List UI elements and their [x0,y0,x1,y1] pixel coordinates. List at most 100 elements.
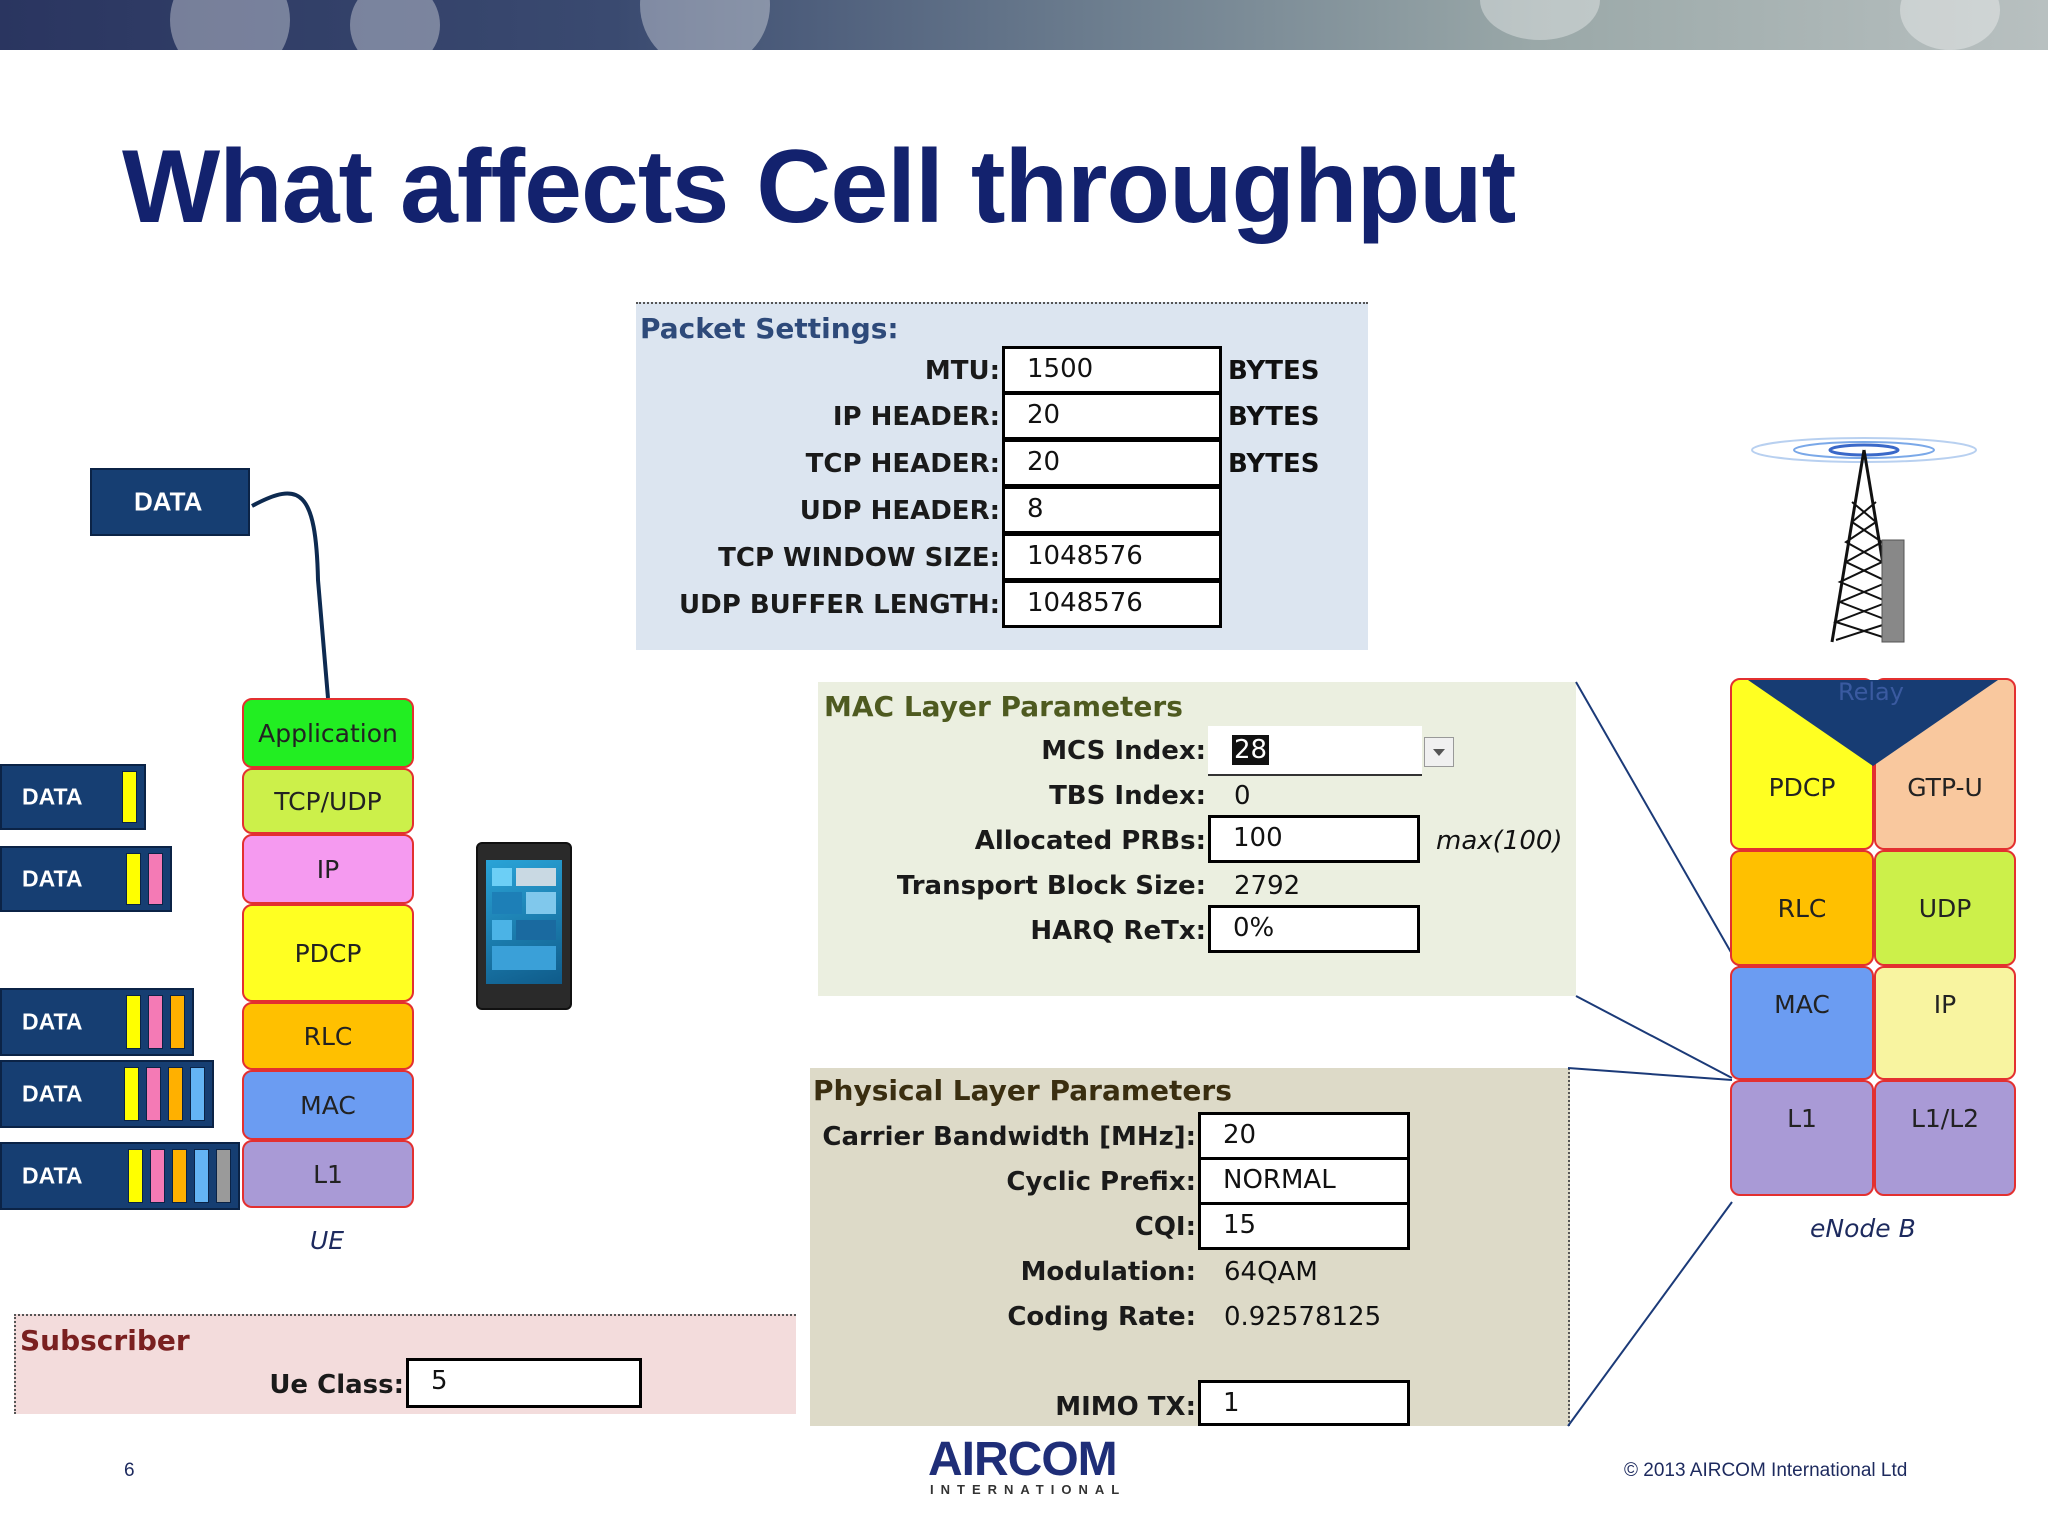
enb-layer-udp: UDP [1874,850,2016,966]
ue-caption: UE [310,1226,345,1255]
ue-layer-mac: MAC [242,1070,414,1140]
packet-settings-title: Packet Settings: [640,312,899,345]
packet-row-label: TCP WINDOW SIZE: [718,543,1000,573]
data-packet: DATA [0,846,172,912]
tbs-index-value: 0 [1234,781,1251,811]
data-packet-header-stripe [190,1067,205,1121]
packet-row-label: TCP HEADER: [805,449,1000,479]
phy-title: Physical Layer Parameters [813,1074,1232,1107]
ue-class-label: Ue Class: [269,1370,404,1400]
mac-title: MAC Layer Parameters [824,690,1183,723]
harq-retx-field[interactable]: 0% [1208,905,1420,953]
packet-row-unit: BYTES [1228,402,1320,432]
packet-row-field[interactable]: 1048576 [1002,533,1222,581]
ue-layer-rlc: RLC [242,1002,414,1070]
tbs-index-label: TBS Index: [1049,781,1206,811]
packet-row-label: UDP HEADER: [799,496,1000,526]
packet-row-label: UDP BUFFER LENGTH: [679,590,1000,620]
enb-pdcp-label: PDCP [1768,773,1836,802]
mimo-tx-field[interactable]: 1 [1198,1380,1410,1426]
data-packet-header-stripe [216,1149,231,1203]
data-packet-header-stripe [124,1067,139,1121]
page-number: 6 [124,1460,135,1481]
allocated-prbs-field[interactable]: 100 [1208,815,1420,863]
data-packet-header-stripe [122,771,137,823]
cqi-label: CQI: [1134,1212,1196,1242]
enb-gtpu-label: GTP-U [1907,773,1983,802]
cyclic-prefix-field[interactable]: NORMAL [1198,1157,1410,1205]
mac-panel-connector-bottom [1575,995,1733,1079]
mcs-dropdown-arrow-button[interactable] [1424,737,1454,767]
transport-block-size-label: Transport Block Size: [896,871,1206,901]
enb-layer-l1: L1 [1730,1080,1874,1196]
coding-rate-value: 0.92578125 [1224,1302,1382,1332]
logo-sub-text: INTERNATIONAL [930,1482,1127,1497]
data-packet-header-stripe [148,853,163,905]
packet-row-field[interactable]: 8 [1002,486,1222,534]
ue-layer-l1: L1 [242,1140,414,1208]
packet-row-field[interactable]: 20 [1002,439,1222,487]
mcs-index-label: MCS Index: [1041,736,1206,766]
ue-layer-application: Application [242,698,414,768]
phone-screen [486,860,562,984]
data-packet-header-stripe [148,995,163,1049]
ue-layer-ip: IP [242,834,414,904]
data-packet-header-stripe [170,995,185,1049]
data-source-box: DATA [90,468,250,536]
allocated-prbs-label: Allocated PRBs: [974,826,1206,856]
enb-layer-l1l2: L1/L2 [1874,1080,2016,1196]
data-packet: DATA [0,988,194,1056]
data-packet-header-stripe [150,1149,165,1203]
packet-row-field[interactable]: 1500 [1002,346,1222,394]
mac-panel: MAC Layer Parameters [818,682,1576,996]
harq-retx-label: HARQ ReTx: [1030,916,1206,946]
data-packet-header-stripe [146,1067,161,1121]
phy-panel-connector-bottom [1567,1201,1733,1427]
carrier-bandwidth-label: Carrier Bandwidth [MHz]: [822,1122,1196,1152]
mac-panel-connector-top [1575,681,1741,969]
prbs-max-note: max(100) [1436,826,1563,856]
data-packet-label: DATA [22,783,83,810]
mimo-tx-label: MIMO TX: [1055,1392,1196,1422]
data-to-application-wire [251,491,330,699]
packet-row-field[interactable]: 20 [1002,392,1222,440]
packet-row-label: MTU: [924,356,1000,386]
data-packet: DATA [0,1060,214,1128]
ue-layer-tcpudp: TCP/UDP [242,768,414,834]
enb-layer-mac: MAC [1730,966,1874,1080]
relay-label: Relay [1838,678,1904,706]
slide-title: What affects Cell throughput [122,129,1516,245]
data-packet-header-stripe [128,1149,143,1203]
cqi-field[interactable]: 15 [1198,1202,1410,1250]
cyclic-prefix-label: Cyclic Prefix: [1006,1167,1196,1197]
data-packet-label: DATA [22,1162,83,1189]
data-packet: DATA [0,1142,240,1210]
data-packet-header-stripe [168,1067,183,1121]
modulation-label: Modulation: [1020,1257,1196,1287]
data-source-label: DATA [134,486,203,517]
top-banner [0,0,2048,50]
enodeb-caption: eNode B [1810,1214,1916,1243]
packet-row-unit: BYTES [1228,356,1320,386]
subscriber-title: Subscriber [20,1324,190,1357]
chevron-down-icon [1433,749,1445,756]
phone-image [476,842,572,1010]
transport-block-size-value: 2792 [1234,871,1301,901]
logo-main-text: AIRCOM [928,1433,1118,1486]
mcs-index-dropdown[interactable]: 28 [1208,726,1422,776]
data-packet-label: DATA [22,865,83,892]
ue-class-field[interactable]: 5 [406,1358,642,1408]
ue-layer-pdcp: PDCP [242,904,414,1002]
relay-triangle [1748,680,1998,766]
mcs-index-value: 28 [1232,735,1270,765]
cell-tower-icon [1751,437,1977,643]
enb-layer-rlc: RLC [1730,850,1874,966]
aircom-logo: AIRCOM INTERNATIONAL [928,1432,1127,1497]
packet-row-field[interactable]: 1048576 [1002,580,1222,628]
enodeb-stack: PDCP GTP-U Relay RLC UDP MAC IP L1 L1/L2 [1730,678,2016,1196]
subscriber-panel: Subscriber [14,1314,796,1414]
data-packet: DATA [0,764,146,830]
data-packet-header-stripe [172,1149,187,1203]
enb-layer-ip: IP [1874,966,2016,1080]
